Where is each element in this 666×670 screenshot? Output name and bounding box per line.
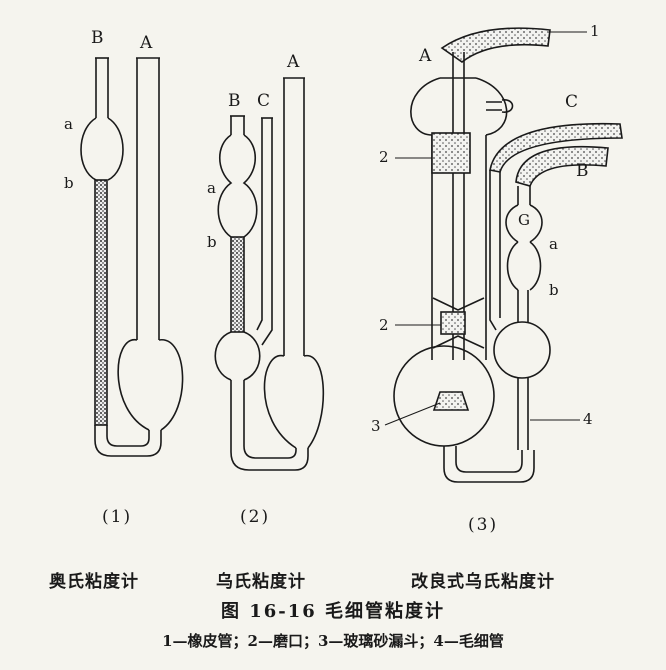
mark-b-label-1: b xyxy=(64,174,74,192)
figure-legend: 1—橡皮管；2—磨口；3—玻璃砂漏斗；4—毛细管 xyxy=(162,632,504,650)
callout-1: 1 xyxy=(590,22,600,40)
name-ostwald: 奥氏粘度计 xyxy=(49,572,139,592)
leader-lines xyxy=(384,31,587,426)
mark-b-label-2: b xyxy=(207,233,217,251)
ubbelohde-viscometer xyxy=(214,77,325,471)
tube-b-label-2: B xyxy=(228,91,241,111)
figure-number-3: (3) xyxy=(468,515,499,535)
tube-a-label-1: A xyxy=(140,33,153,53)
mark-b-label-3: b xyxy=(549,281,559,299)
tube-b-label-1: B xyxy=(91,28,104,48)
tube-c-label-2: C xyxy=(257,91,271,111)
mark-a-label-2: a xyxy=(207,179,216,197)
name-modified-ubbelohde: 改良式乌氏粘度计 xyxy=(411,572,555,592)
figure-number-1: (1) xyxy=(102,507,133,527)
tube-a-label-3: A xyxy=(419,46,432,66)
callout-2-upper: 2 xyxy=(379,148,389,166)
tube-b-label-3: B xyxy=(576,161,589,181)
callout-3: 3 xyxy=(371,417,381,435)
mark-a-label-3: a xyxy=(549,235,558,253)
tube-a-label-2: A xyxy=(287,52,300,72)
modified-ubbelohde-viscometer xyxy=(393,27,623,483)
callout-2-lower: 2 xyxy=(379,316,389,334)
bulb-g-label: G xyxy=(518,211,530,229)
tube-c-label-3: C xyxy=(565,92,579,112)
mark-a-label-1: a xyxy=(64,115,73,133)
figure-number-2: (2) xyxy=(240,507,271,527)
callout-4: 4 xyxy=(583,410,593,428)
name-ubbelohde: 乌氏粘度计 xyxy=(216,572,306,592)
figure-caption: 图 16-16 毛细管粘度计 xyxy=(220,601,446,622)
ostwald-viscometer xyxy=(80,57,184,457)
